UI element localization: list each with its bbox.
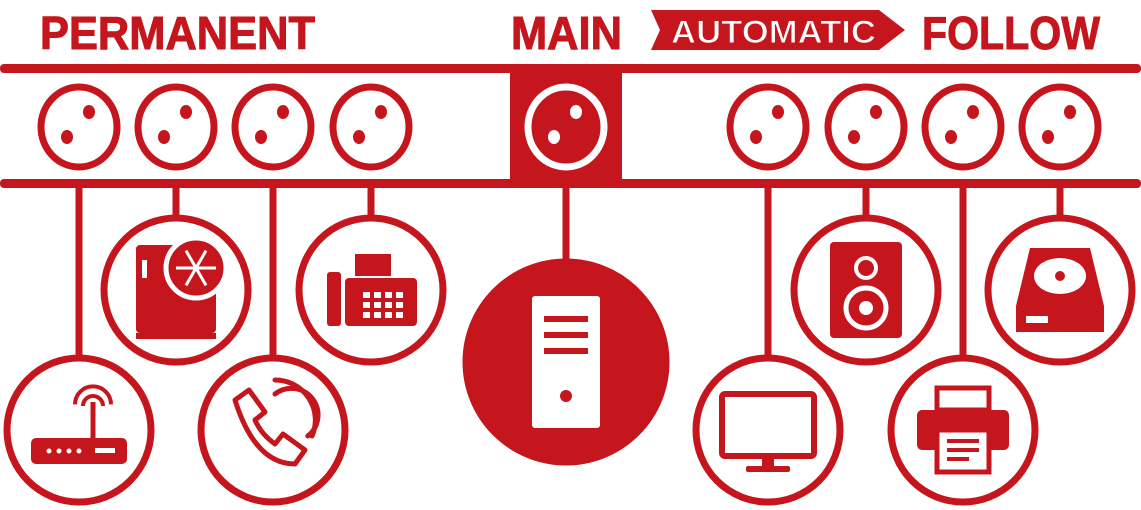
- socket-permanent: [231, 83, 315, 171]
- socket-permanent: [329, 83, 413, 171]
- socket-follow: [1018, 83, 1102, 171]
- socket-follow: [726, 83, 810, 171]
- socket-permanent: [134, 83, 218, 171]
- computer-tower-icon: [462, 258, 670, 466]
- socket-permanent: [37, 83, 121, 171]
- follow-label: FOLLOW: [922, 7, 1101, 59]
- printer-icon: [887, 354, 1039, 506]
- main-label: MAIN: [511, 7, 622, 59]
- phone-icon: [197, 354, 349, 506]
- automatic-arrow: [651, 10, 905, 50]
- socket-follow: [921, 83, 1005, 171]
- automatic-label: AUTOMATIC: [671, 14, 876, 50]
- disk-drive-icon: [984, 214, 1136, 366]
- router-icon: [3, 354, 155, 506]
- freezer-icon: [100, 214, 252, 366]
- socket-main: [524, 83, 608, 171]
- speaker-icon: [790, 214, 942, 366]
- monitor-icon: [692, 354, 844, 506]
- socket-follow: [824, 83, 908, 171]
- fax-icon: [295, 214, 447, 366]
- permanent-label: PERMANENT: [40, 7, 315, 59]
